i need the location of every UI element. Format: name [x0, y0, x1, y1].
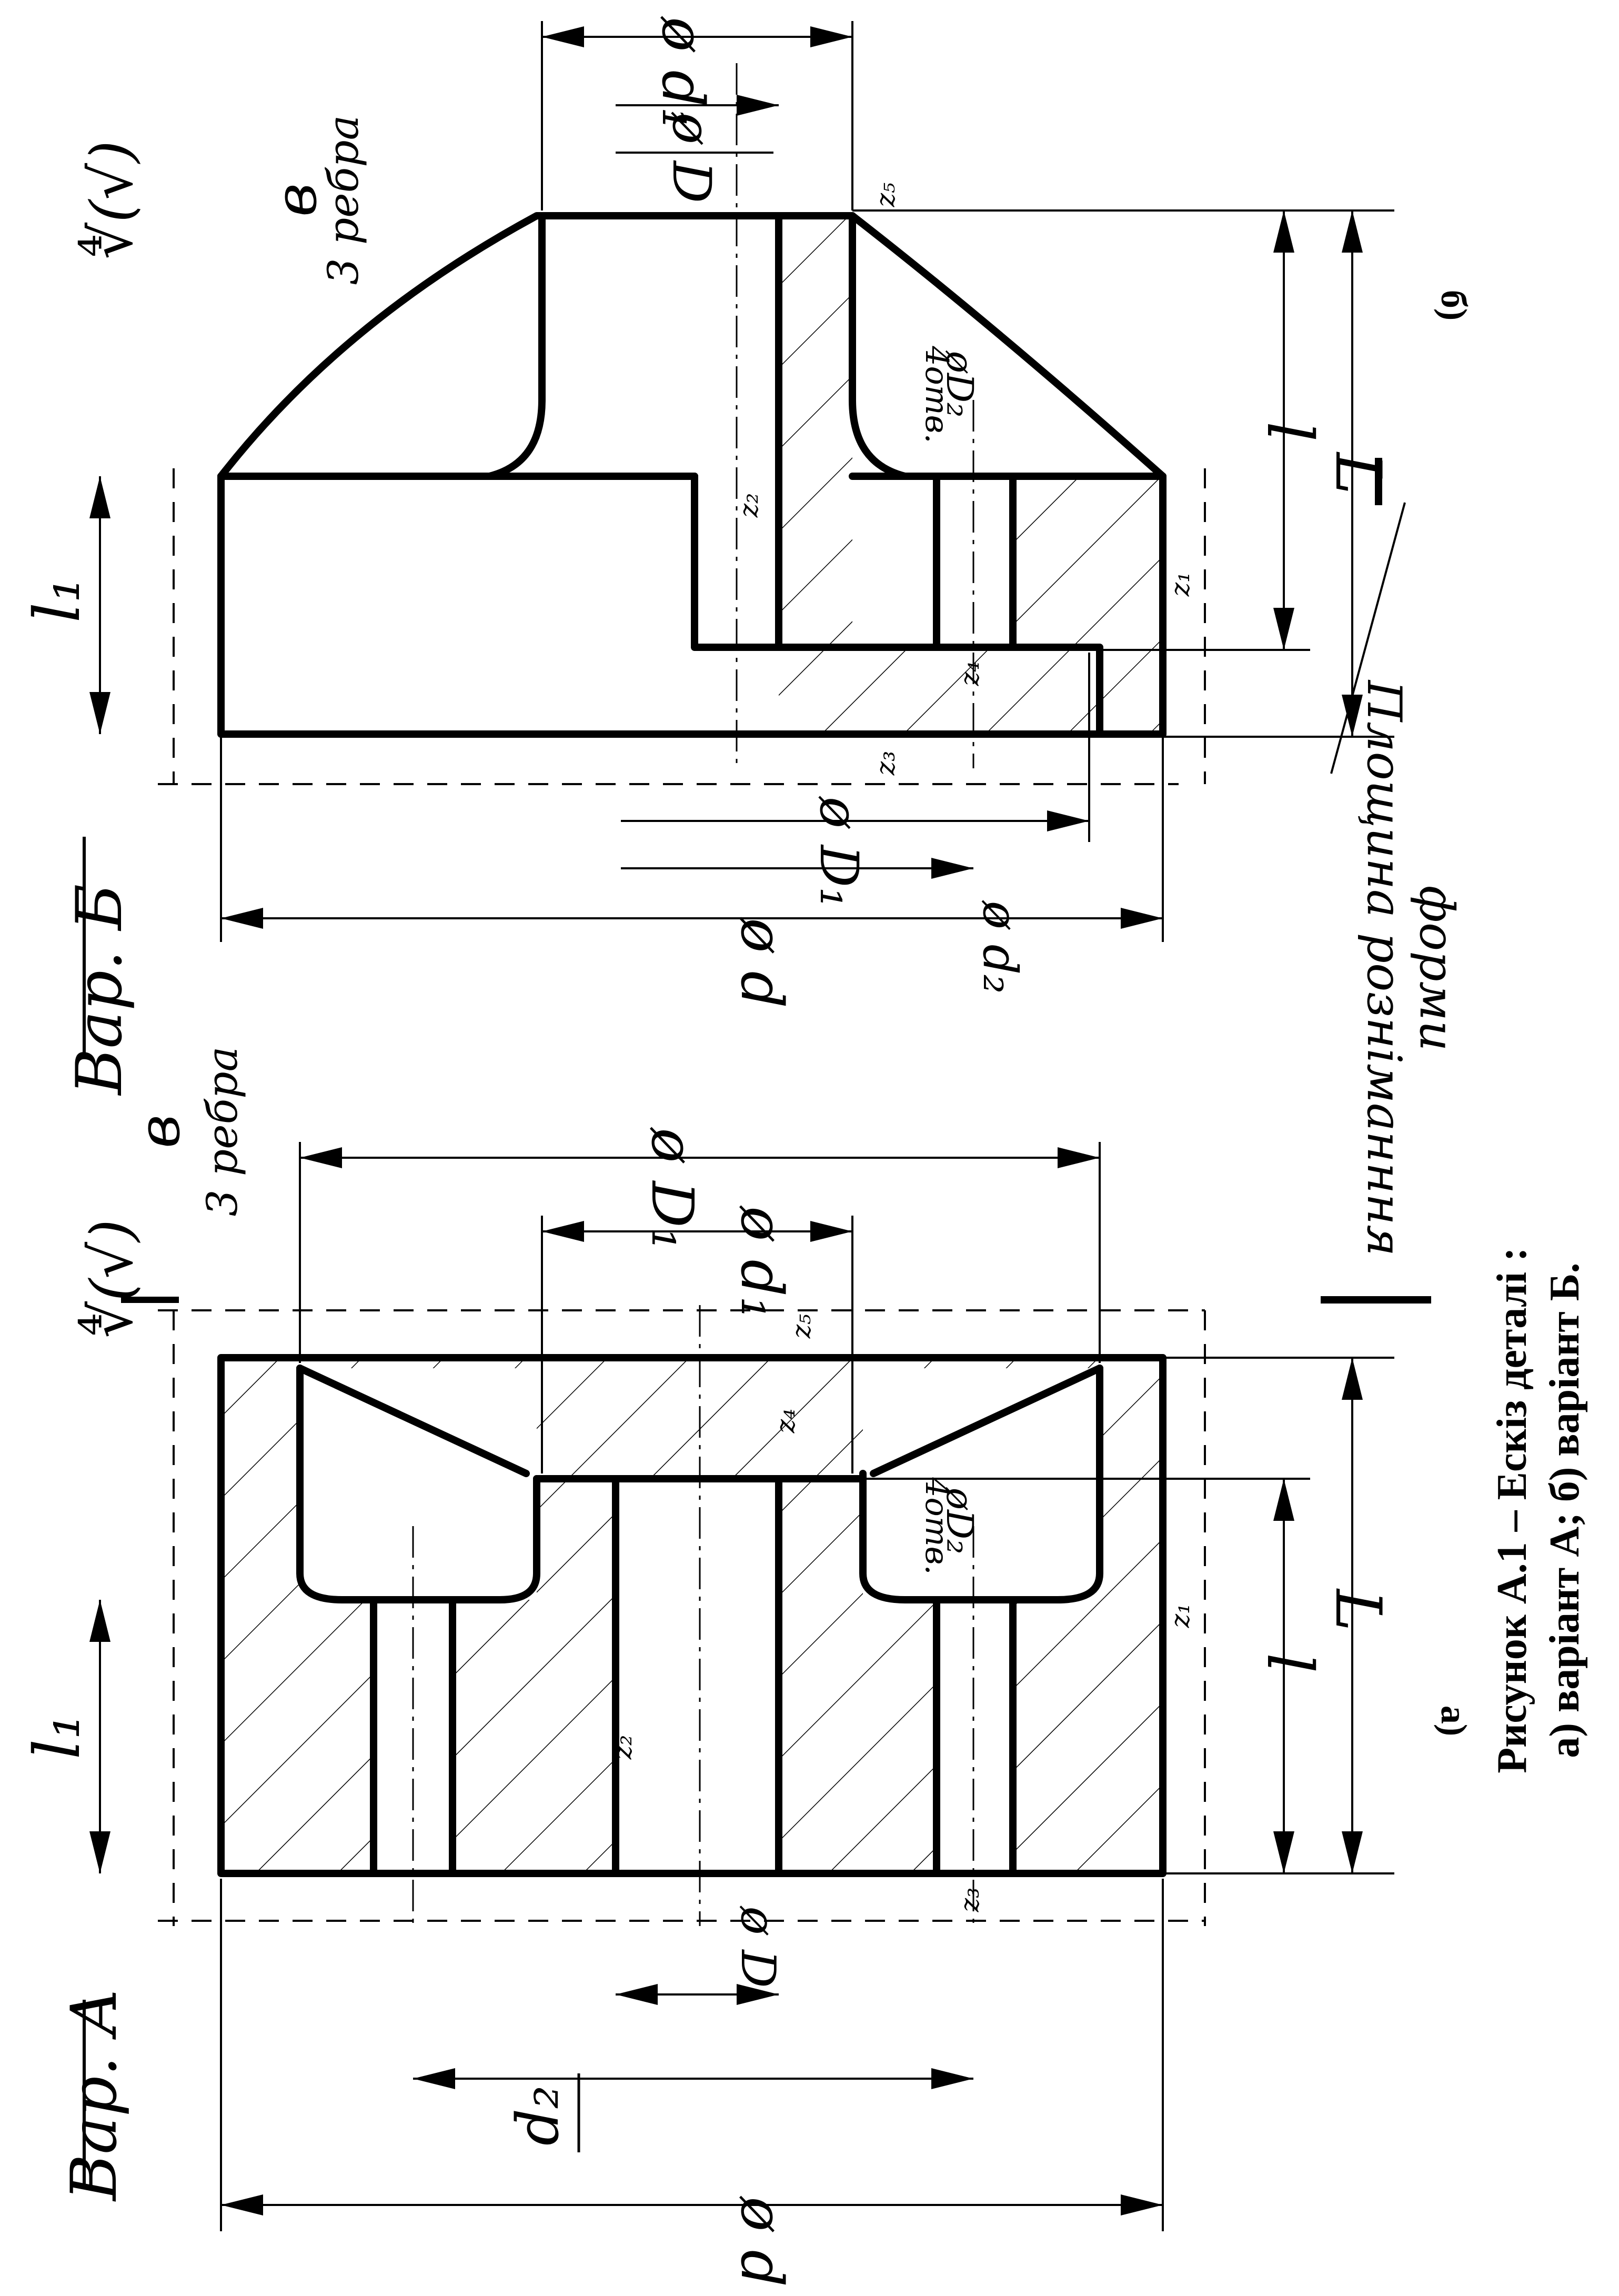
variant-b-title: Вар. Б	[63, 884, 136, 1096]
variant-b-d1-label: ø d₁	[649, 16, 717, 131]
variant-a-D1-label: ø D₁	[639, 1127, 706, 1250]
caption-line-2: а) варіант А; б) варіант Б.	[1542, 1262, 1588, 1758]
variant-a-roughness: ∜(√)	[77, 1219, 145, 1338]
variant-b-labels: Вар. Б ø d ø d₁ ø D ø D₁ ø d₂ øD₂ 4отв. …	[21, 16, 1474, 1256]
variant-a-D2-label: øD₂	[938, 1487, 981, 1554]
variant-a-labels: Вар. А ø d d₂ ø D ø d₁ ø D₁ øD₂ 4отв. l₁…	[21, 1047, 1474, 2287]
variant-a-d1-label: ø d₁	[728, 1205, 796, 1320]
variant-b-roughness: ∜(√)	[77, 141, 145, 259]
variant-a-ribs-label: 3 ребра	[198, 1047, 247, 1217]
variant-a-L-label: L	[1321, 1588, 1394, 1631]
variant-b-D2-label: øD₂	[938, 350, 981, 417]
variant-b-D-label: ø D	[661, 112, 722, 203]
variant-b-b-label: в	[262, 183, 329, 217]
variant-a-b-label: в	[125, 1115, 193, 1148]
variant-b-sub-label: б)	[1433, 290, 1474, 320]
variant-b-d-label: ø d	[728, 917, 796, 1008]
variant-b-l-label: l	[1253, 422, 1326, 442]
variant-b-holes-label: 4отв.	[918, 345, 955, 443]
variant-a-l1-label: l₁	[21, 1714, 94, 1759]
variant-a-D-label: ø D	[730, 1906, 786, 1988]
variant-a-z3: z₃	[954, 1888, 985, 1912]
variant-b-ribs-label: 3 ребра	[319, 115, 368, 285]
variant-b-z2: z₂	[733, 493, 764, 518]
variant-b-z1: z₁	[1165, 572, 1195, 597]
parting-plane-label-1: Площина розніманння	[1356, 679, 1412, 1256]
variant-a-z5: z₅	[786, 1314, 817, 1339]
variant-a-z1: z₁	[1165, 1603, 1195, 1628]
variant-b-drawing	[89, 21, 1406, 942]
variant-a-sub-label: а)	[1433, 1706, 1474, 1736]
variant-b-D1-label: ø D₁	[808, 796, 870, 908]
variant-b-l1-label: l₁	[21, 577, 94, 623]
variant-a-d-label: ø d	[728, 2195, 796, 2287]
variant-a-d2-label: d₂	[504, 2086, 571, 2146]
variant-b-d2-label: ø d₂	[972, 900, 1028, 994]
variant-a-z4: z₄	[770, 1409, 801, 1433]
variant-b-L-label: L	[1321, 452, 1394, 495]
variant-b-z3: z₃	[870, 751, 901, 776]
variant-b-z4: z₄	[954, 661, 985, 686]
figure-caption: Рисунок А.1 – Ескіз деталі : а) варіант …	[1489, 1247, 1588, 1773]
variant-a-title: Вар. А	[58, 1988, 131, 2202]
variant-a-z2: z₂	[607, 1735, 638, 1760]
variant-a-drawing	[89, 1142, 1431, 2231]
variant-a-l-label: l	[1253, 1653, 1326, 1673]
caption-line-1: Рисунок А.1 – Ескіз деталі :	[1489, 1247, 1535, 1773]
variant-b-z5: z₅	[870, 183, 901, 207]
parting-plane-label-2: форми	[1409, 886, 1464, 1051]
variant-a-holes-label: 4отв.	[918, 1477, 955, 1575]
